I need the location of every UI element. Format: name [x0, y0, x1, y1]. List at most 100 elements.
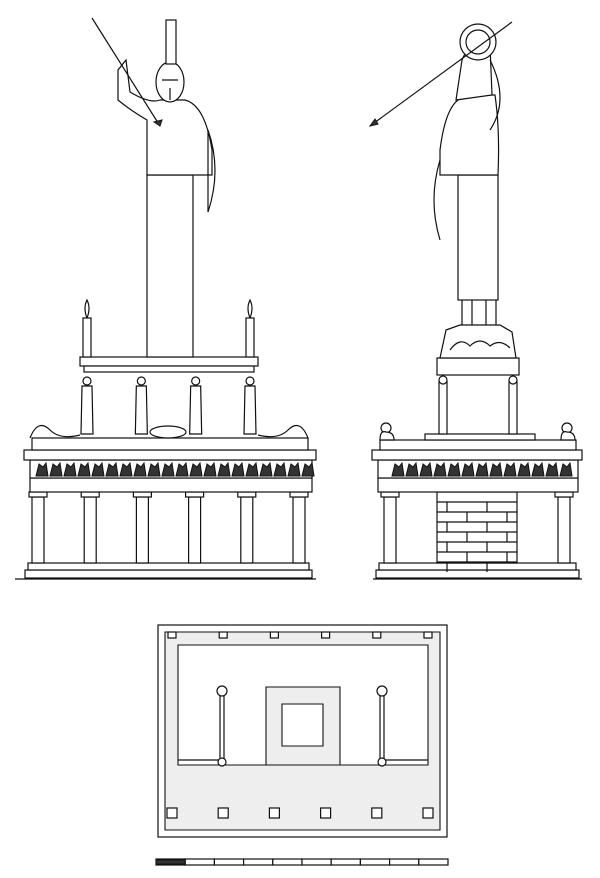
stylobate-band [164, 631, 441, 831]
frieze-figure [259, 461, 273, 477]
frieze-figure [245, 461, 259, 477]
frieze-figure [559, 461, 573, 477]
scale-segment [184, 858, 215, 866]
scale-segment [389, 858, 420, 866]
cornice [23, 449, 317, 461]
frieze-figure [119, 461, 133, 477]
architrave [29, 477, 313, 493]
caryatid [80, 385, 94, 435]
frieze-figure [405, 461, 419, 477]
spear [369, 21, 513, 127]
column [188, 496, 202, 564]
scale-segment [213, 858, 245, 866]
caryatids [80, 376, 257, 435]
frieze-figure [91, 461, 105, 477]
seated-figures [379, 422, 576, 441]
rear-pier [269, 631, 279, 639]
frieze-figure [475, 461, 489, 477]
column-capital [132, 491, 152, 498]
statue-pillar [146, 174, 194, 358]
helmet-crest [459, 23, 497, 61]
interior-colonnades [178, 685, 428, 767]
frieze-figure [105, 461, 119, 477]
column [135, 496, 149, 564]
frieze-figure [49, 461, 63, 477]
front-elevation [15, 17, 317, 580]
frieze-figure [203, 461, 217, 477]
caryatid-head [82, 376, 92, 386]
frieze-figure [301, 461, 315, 477]
scale-segment [243, 858, 274, 866]
scale-segment [418, 858, 449, 866]
front-pier [422, 807, 434, 819]
front-pier [320, 807, 332, 819]
frieze-figure [461, 461, 475, 477]
frieze-figure [77, 461, 91, 477]
column-capital [289, 491, 309, 498]
stylobate [27, 562, 310, 571]
side-elevation [368, 21, 583, 580]
caryatids [438, 375, 518, 435]
frieze-figure [133, 461, 147, 477]
caryatid [134, 385, 148, 435]
caryatid-head [136, 376, 146, 386]
helmet-crest [165, 19, 177, 65]
base-step [24, 569, 313, 579]
masonry-courses [437, 501, 517, 572]
frieze-figure [175, 461, 189, 477]
table-top [79, 356, 259, 367]
frieze-figure [419, 461, 433, 477]
frieze-figure [217, 461, 231, 477]
athena-body [117, 58, 213, 176]
column-capital [185, 491, 205, 498]
statue-base [265, 686, 341, 766]
front-pier [371, 807, 383, 819]
athena-body [439, 94, 500, 176]
frieze-figure [63, 461, 77, 477]
frieze-figure [273, 461, 287, 477]
frieze-figures [35, 461, 315, 477]
rear-pier [218, 631, 228, 639]
front-pier [166, 807, 178, 819]
frieze-figure [231, 461, 245, 477]
scale-segment [330, 858, 362, 866]
frieze-figures [391, 461, 573, 477]
column [83, 496, 97, 564]
scale-bar [155, 858, 449, 866]
pedestal [436, 357, 520, 376]
cella-wall [436, 491, 518, 564]
column [292, 496, 306, 564]
frieze-figure [433, 461, 447, 477]
frieze-figure [517, 461, 531, 477]
upper-platform [31, 437, 309, 451]
frieze-figure [489, 461, 503, 477]
caryatid-head [245, 376, 255, 386]
bow [207, 129, 216, 213]
candelabra [82, 298, 255, 358]
frieze-figure [35, 461, 49, 477]
rear-pier [167, 631, 177, 639]
column-capital [80, 491, 100, 498]
frieze-figure [161, 461, 175, 477]
frieze-figure [531, 461, 545, 477]
caryatid [189, 385, 203, 435]
bow [433, 159, 441, 241]
plan-piers [166, 631, 434, 819]
scale-segment [272, 858, 303, 866]
frieze-figure [189, 461, 203, 477]
column [240, 496, 254, 564]
frieze-figure [545, 461, 559, 477]
column-capital [28, 491, 48, 498]
spear [91, 17, 161, 127]
scale-subdivided-segment [155, 859, 186, 865]
rear-pier [372, 631, 382, 639]
caryatid-head [191, 376, 201, 386]
caryatid [243, 385, 257, 435]
scale-segment [301, 858, 332, 866]
frieze-figure [503, 461, 517, 477]
central-ornament [149, 425, 187, 439]
column [31, 496, 45, 564]
side-columns [380, 491, 574, 564]
sea-monster-acroteria [29, 424, 309, 439]
